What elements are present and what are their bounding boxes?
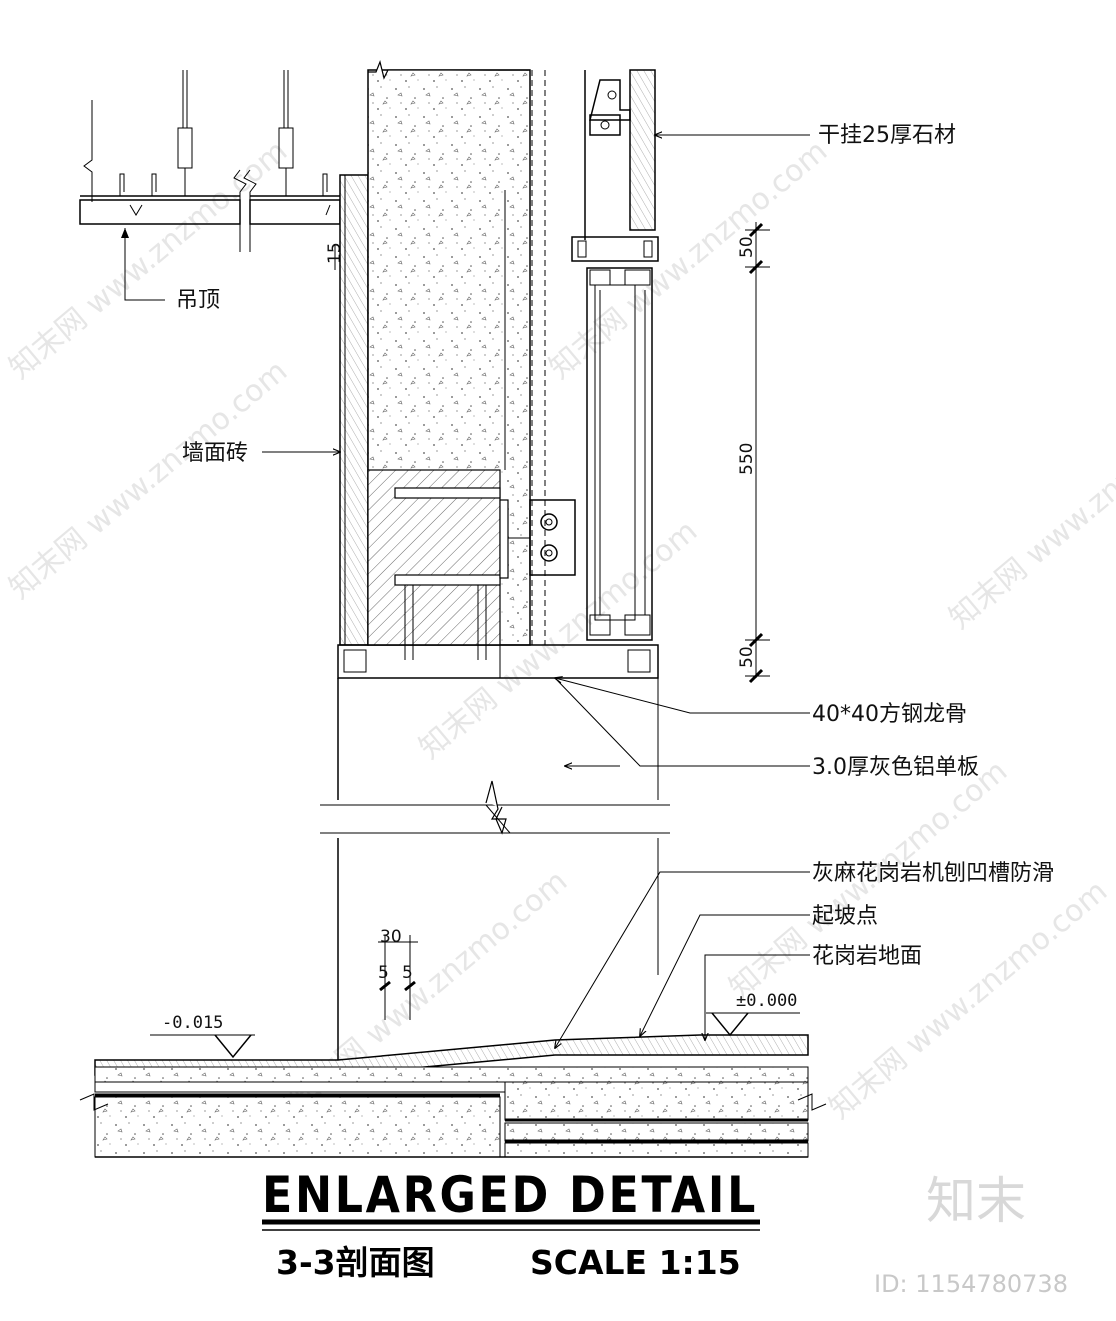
elevation-left: -0.015 — [162, 1013, 223, 1033]
label-slope-start: 起坡点 — [812, 904, 878, 929]
dim-550: 550 — [737, 443, 757, 475]
brand-logo: 知末 — [926, 1172, 1026, 1230]
dim-5b: 5 — [402, 963, 413, 983]
label-ceiling: 吊顶 — [176, 288, 220, 313]
title-block: ENLARGED DETAIL 3-3剖面图 SCALE 1:15 — [262, 1166, 760, 1282]
dimension-chain: 50 550 50 — [737, 222, 770, 684]
cavity-frame: 干挂25厚石材 — [337, 69, 956, 679]
ground-section: 30 5 5 -0.015 ±0.000 灰麻花岗岩机刨凹槽防滑 起坡点 — [79, 861, 1054, 1158]
watermark-text: 知末网 www.znzmo.com — [943, 384, 1116, 636]
drawing-title: ENLARGED DETAIL — [262, 1166, 758, 1224]
elevation-right: ±0.000 — [736, 991, 797, 1011]
dim-5a: 5 — [378, 963, 389, 983]
watermark-layer: 知末网 www.znzmo.com 知末网 www.znzmo.com 知末网 … — [3, 134, 1116, 1126]
brand-watermark: 知末 ID: 1154780738 — [874, 1172, 1068, 1298]
label-granite-groove: 灰麻花岗岩机刨凹槽防滑 — [812, 861, 1054, 886]
label-tile: 墙面砖 — [182, 441, 248, 466]
label-granite-floor: 花岗岩地面 — [812, 944, 922, 969]
watermark-text: 知末网 www.znzmo.com — [3, 134, 294, 386]
doc-id: ID: 1154780738 — [874, 1270, 1068, 1298]
dim-50-bottom: 50 — [737, 646, 757, 668]
wall-section — [339, 60, 576, 660]
dim-50-top: 50 — [737, 236, 757, 258]
drawing-scale: SCALE 1:15 — [530, 1243, 741, 1282]
label-alu: 3.0厚灰色铝单板 — [812, 755, 979, 780]
label-stone: 干挂25厚石材 — [818, 123, 956, 148]
tile-callout: 墙面砖 — [182, 441, 340, 466]
dim-30: 30 — [380, 927, 402, 947]
label-steel: 40*40方钢龙骨 — [812, 702, 967, 727]
section-subtitle: 3-3剖面图 — [276, 1243, 435, 1282]
watermark-text: 知末网 www.znzmo.com — [3, 354, 294, 606]
lower-column: 40*40方钢龙骨 3.0厚灰色铝单板 — [320, 678, 979, 1075]
